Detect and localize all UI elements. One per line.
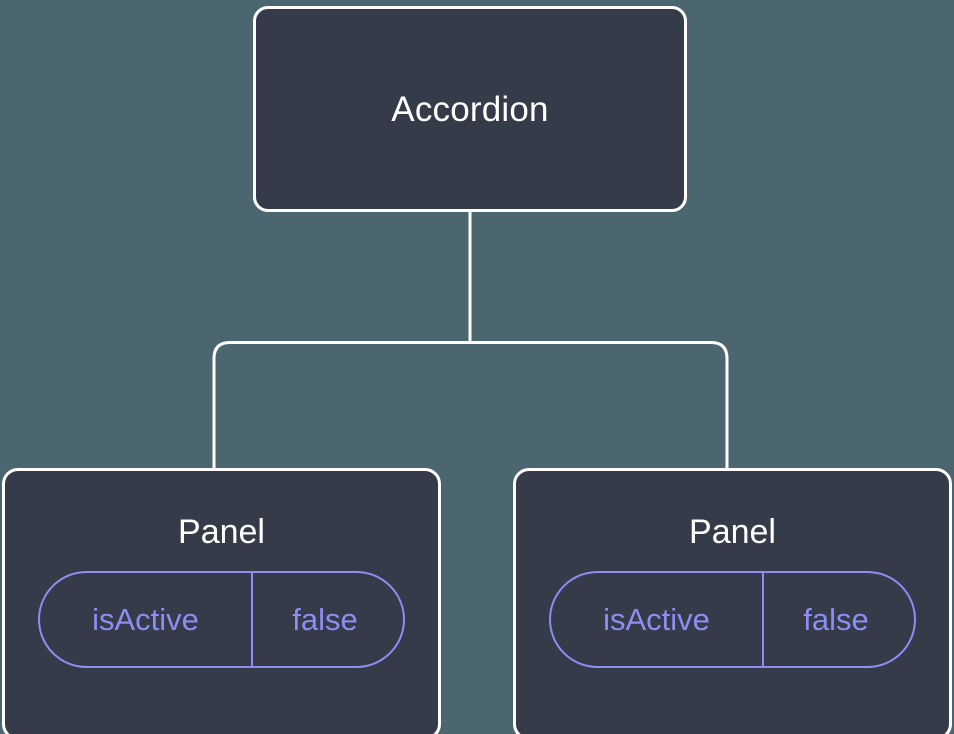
prop-key: isActive (40, 573, 253, 666)
prop-badge[interactable]: isActive false (38, 571, 405, 668)
prop-value: false (803, 602, 869, 637)
prop-key: isActive (551, 573, 764, 666)
tree-node-panel-1[interactable]: Panel isActive false (2, 468, 441, 734)
tree-node-accordion[interactable]: Accordion (253, 6, 687, 212)
tree-node-panel-2[interactable]: Panel isActive false (513, 468, 952, 734)
node-title: Panel (689, 513, 776, 551)
connector-branch-left (212, 341, 471, 470)
node-title: Accordion (391, 89, 549, 129)
connector-branch-right (469, 341, 729, 470)
prop-badge[interactable]: isActive false (549, 571, 916, 668)
node-title: Panel (178, 513, 265, 551)
prop-value: false (292, 602, 358, 637)
